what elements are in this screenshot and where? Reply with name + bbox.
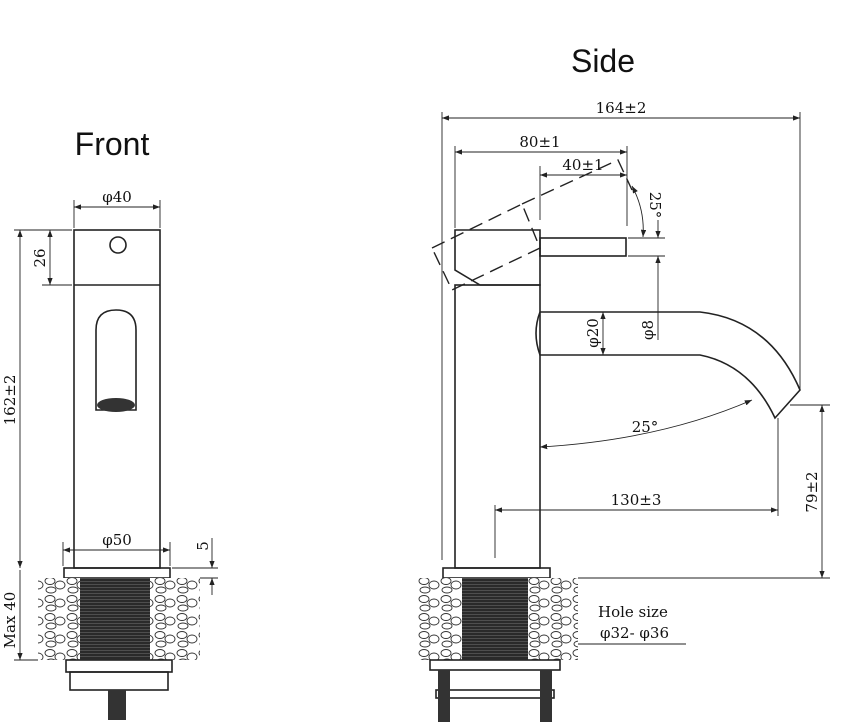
side-base-plate bbox=[442, 567, 551, 579]
side-lever-raised-outline bbox=[431, 159, 633, 291]
side-lever-block bbox=[454, 229, 541, 286]
dim-handle-length: 40±1 bbox=[562, 156, 603, 174]
dim-base-thickness: 5 bbox=[194, 541, 212, 551]
dim-max-deck: Max 40 bbox=[1, 592, 19, 649]
front-base-plate bbox=[63, 567, 171, 579]
side-bracket bbox=[435, 689, 555, 699]
dim-total-height: 162±2 bbox=[1, 375, 19, 426]
dim-cap-height: 26 bbox=[31, 248, 49, 267]
front-spout-slot bbox=[95, 309, 137, 411]
hole-size-value: φ32- φ36 bbox=[600, 624, 669, 642]
front-view: Front φ40 26 162±2 φ50 5 Max 40 bbox=[1, 126, 218, 720]
side-spout bbox=[535, 311, 801, 420]
hole-size-label: Hole size bbox=[598, 603, 668, 621]
side-view: Side 164±2 80±1 40±1 25° φ8 φ20 25° bbox=[418, 43, 830, 722]
dim-handle-diameter: φ8 bbox=[639, 320, 657, 340]
front-handle-hole bbox=[109, 236, 127, 254]
dim-spout-angle: 25° bbox=[632, 418, 659, 436]
dim-base-diameter: φ50 bbox=[102, 531, 132, 549]
dim-total-length: 164±2 bbox=[596, 99, 647, 117]
side-bolt-left bbox=[438, 670, 450, 722]
front-nut bbox=[69, 671, 169, 691]
side-title: Side bbox=[571, 43, 635, 79]
side-body bbox=[454, 284, 541, 569]
dim-lever-length: 80±1 bbox=[519, 133, 560, 151]
front-title: Front bbox=[75, 126, 150, 162]
side-nut-washer bbox=[429, 659, 561, 671]
front-nut-washer bbox=[65, 659, 173, 673]
dim-spout-diameter: φ20 bbox=[584, 318, 602, 348]
dim-spout-height: 79±2 bbox=[803, 471, 821, 512]
dim-reach: 130±3 bbox=[611, 491, 662, 509]
side-handle bbox=[539, 237, 627, 257]
dim-lever-angle: 25° bbox=[646, 192, 664, 219]
front-bolt bbox=[108, 690, 126, 720]
front-thread bbox=[80, 578, 150, 660]
side-thread bbox=[462, 578, 528, 660]
front-aerator bbox=[97, 398, 135, 412]
dim-top-diameter: φ40 bbox=[102, 188, 132, 206]
side-bolt-right bbox=[540, 670, 552, 722]
